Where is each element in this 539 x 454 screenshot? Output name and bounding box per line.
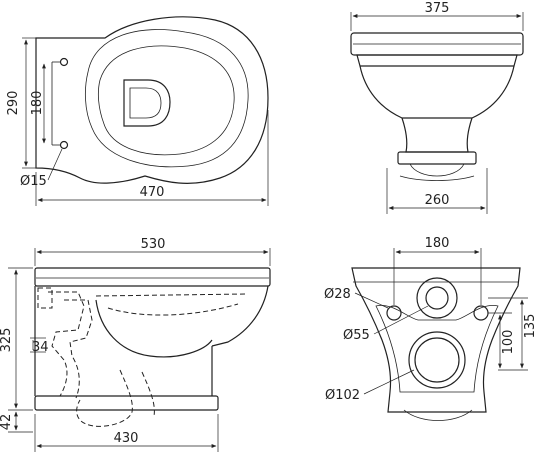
top-view-hole-upper xyxy=(59,57,69,67)
side-view: 530 325 42 34 430 xyxy=(0,237,271,452)
top-view-outlet xyxy=(123,79,171,127)
side-view-rim xyxy=(34,267,271,287)
front-view-bowl xyxy=(359,65,515,119)
side-view-trap xyxy=(48,291,85,397)
rear-view-recess xyxy=(375,304,499,393)
front-view-base xyxy=(397,151,477,165)
rear-view-outlet-outer xyxy=(408,331,466,389)
rear-view-fixing-hole-left xyxy=(386,305,402,321)
top-view-outline xyxy=(35,16,269,184)
top-view-hole-spacing-label: 180 xyxy=(30,91,45,116)
top-view-hole-lower xyxy=(59,140,69,150)
top-view-rim xyxy=(84,29,249,168)
rear-view-inlet-label: Ø55 xyxy=(343,328,370,343)
top-view: 290 180 Ø15 470 xyxy=(6,16,269,206)
rear-view: 180 Ø28 Ø55 Ø102 135 100 xyxy=(324,236,538,421)
side-view-height-label: 325 xyxy=(0,328,14,353)
side-view-base-height-label: 42 xyxy=(0,414,14,431)
rear-view-fixing-spacing-label: 180 xyxy=(425,236,450,251)
side-view-base xyxy=(34,395,219,411)
side-view-bowl xyxy=(211,285,269,347)
front-view-pedestal xyxy=(401,117,473,153)
front-view-base-width-label: 260 xyxy=(425,193,450,208)
rear-view-outlet-height-label: 100 xyxy=(501,330,516,355)
side-view-outlet-height-label: 34 xyxy=(32,340,49,355)
rear-view-inlet xyxy=(425,286,449,310)
rear-view-outlet-label: Ø102 xyxy=(325,388,360,403)
top-view-outlet-inner xyxy=(129,87,162,119)
rear-view-fixing-hole-label: Ø28 xyxy=(324,287,351,302)
rear-view-inlet-outer xyxy=(416,277,458,319)
top-view-height-label: 290 xyxy=(6,91,21,116)
top-view-width-label: 470 xyxy=(140,185,165,200)
side-view-length-label: 530 xyxy=(141,237,166,252)
rear-view-inlet-height-label: 135 xyxy=(523,314,538,339)
rear-view-outlet xyxy=(414,337,460,383)
front-view-width-label: 375 xyxy=(425,1,450,16)
top-view-hole-diameter-label: Ø15 xyxy=(20,174,47,189)
side-view-depth-label: 430 xyxy=(114,431,139,446)
rear-view-outline xyxy=(351,267,521,413)
top-view-bowl xyxy=(97,45,235,156)
front-view: 375 260 xyxy=(350,1,524,214)
